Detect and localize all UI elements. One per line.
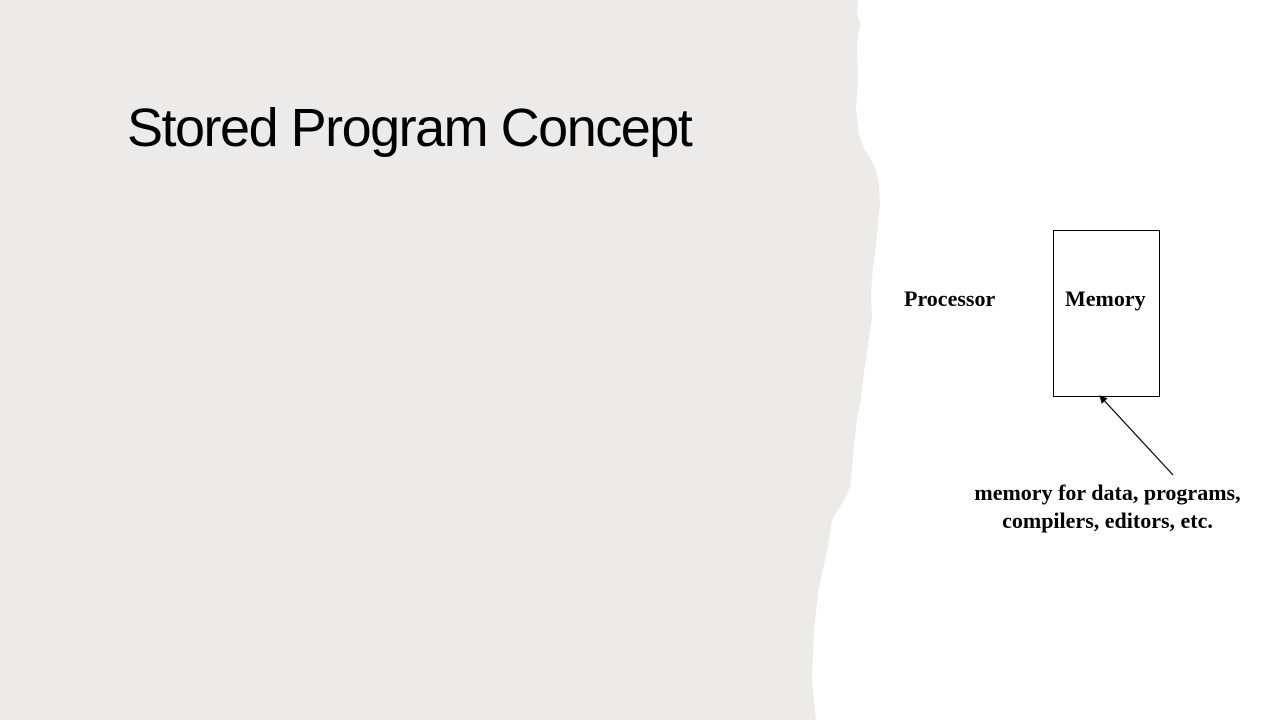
- memory-caption: memory for data, programs, compilers, ed…: [950, 479, 1265, 535]
- processor-label: Processor: [904, 286, 996, 311]
- slide-title: Stored Program Concept: [127, 98, 693, 158]
- memory-caption-line-1: memory for data, programs,: [974, 480, 1241, 505]
- torn-paper-shape: [0, 0, 880, 720]
- memory-caption-line-2: compilers, editors, etc.: [1002, 508, 1213, 533]
- memory-label: Memory: [1065, 286, 1146, 311]
- memory-box: [1053, 230, 1160, 397]
